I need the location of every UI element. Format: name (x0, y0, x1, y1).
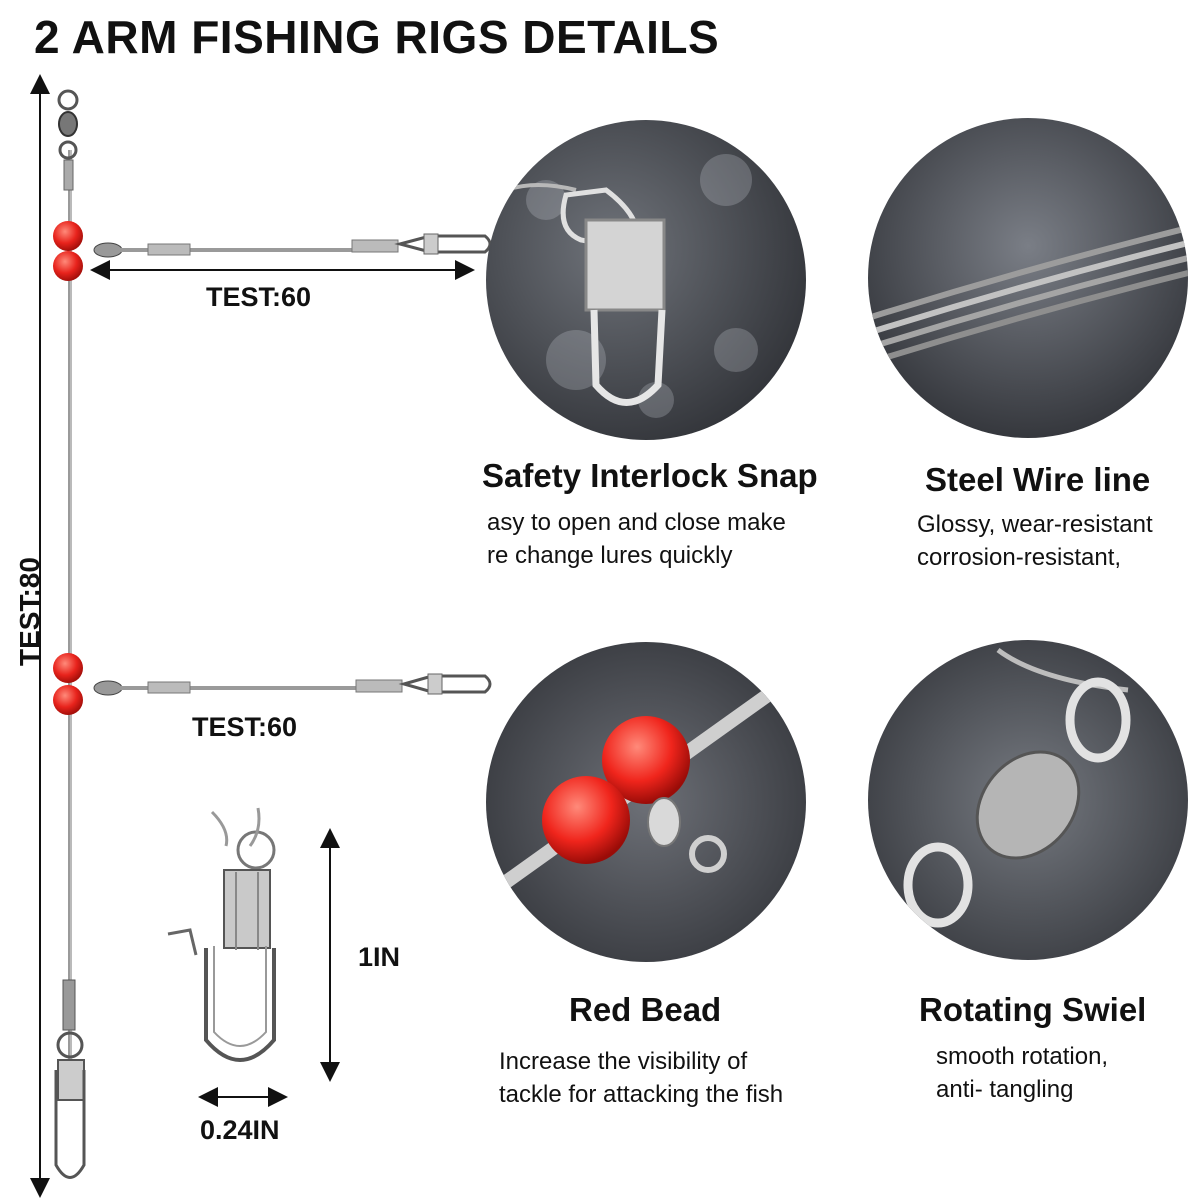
bottom-arm-length-label: TEST:60 (192, 712, 298, 742)
snap-width-label: 0.24IN (200, 1115, 280, 1145)
steel-wire-photo (868, 118, 1188, 438)
top-swivel-icon (57, 89, 79, 191)
snap-closeup-icon (167, 807, 276, 1062)
swivel-photo (868, 640, 1188, 960)
feature-title-wire: Steel Wire line (925, 461, 1151, 498)
snap-height-label: 1IN (358, 942, 401, 972)
safety-snap-photo (486, 120, 806, 440)
feature-desc-swivel: smooth rotation, anti- tangling (936, 1043, 1109, 1103)
feature-desc-snap: asy to open and close make re change lur… (487, 509, 786, 569)
bottom-arm (53, 653, 492, 715)
red-bead (53, 653, 83, 683)
red-bead (53, 251, 83, 281)
rig-diagram (30, 74, 492, 1198)
snap-icon (398, 674, 492, 694)
red-bead (53, 221, 83, 251)
feature-title-snap: Safety Interlock Snap (482, 457, 818, 494)
red-bead-photo (486, 642, 806, 962)
feature-desc-wire: Glossy, wear-resistant corrosion-resista… (917, 511, 1153, 571)
page-title: 2 ARM FISHING RIGS DETAILS (34, 11, 720, 63)
main-length-label: TEST:80 (14, 557, 45, 666)
snap-icon (394, 234, 492, 254)
main-wire (68, 150, 72, 1060)
bottom-snap-icon (54, 979, 86, 1179)
top-arm (53, 221, 492, 281)
feature-title-swivel: Rotating Swiel (919, 991, 1147, 1028)
feature-title-bead: Red Bead (569, 991, 722, 1028)
feature-desc-bead: Increase the visibility of tackle for at… (499, 1048, 784, 1108)
red-bead (53, 685, 83, 715)
top-arm-length-label: TEST:60 (206, 282, 312, 312)
